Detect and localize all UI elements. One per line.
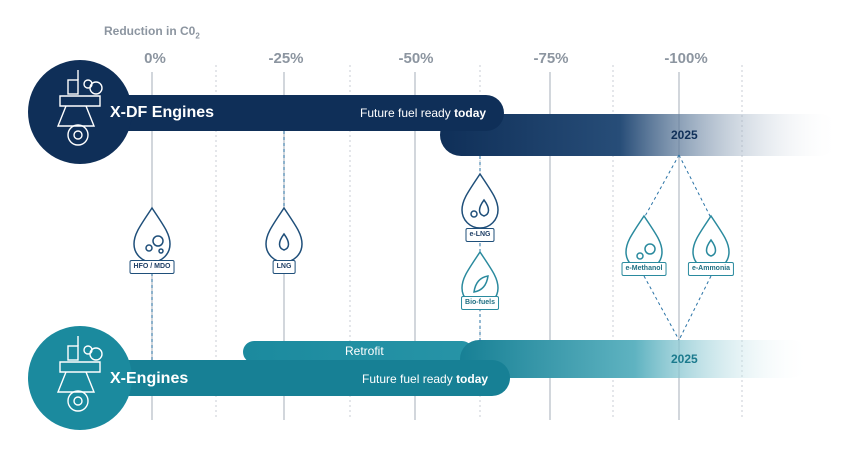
- xdf-main-bar: [80, 95, 504, 131]
- fuel-label-biofuels: Bio-fuels: [461, 296, 499, 310]
- fuel-label-lng: LNG: [272, 260, 296, 274]
- x-main-bar: [80, 360, 510, 396]
- fuel-label-hfo: HFO / MDO: [129, 260, 175, 274]
- tick-0: 0%: [144, 50, 166, 67]
- tick-100: -100%: [664, 50, 708, 67]
- x-extension-bar: [460, 340, 810, 378]
- drop-lng-icon: [265, 206, 303, 263]
- xdf-year: 2025: [671, 128, 698, 142]
- fuel-label-eammonia: e-Ammonia: [687, 262, 735, 276]
- xdf-future-ready: Future fuel ready today: [360, 106, 487, 120]
- drop-hfo-icon: [133, 206, 171, 263]
- xdf-engine-circle: [28, 60, 132, 164]
- tick-50: -50%: [398, 50, 434, 67]
- x-year: 2025: [671, 352, 698, 366]
- tick-75: -75%: [533, 50, 569, 67]
- x-future-ready: Future fuel ready today: [362, 372, 489, 386]
- tick-25: -25%: [268, 50, 304, 67]
- xdf-extension-bar: [440, 114, 840, 156]
- engine-icon-x: [56, 336, 103, 412]
- fuel-label-emethanol: e-Methanol: [621, 262, 667, 276]
- xdf-title: X-DF Engines: [110, 104, 215, 121]
- x-retrofit-label: Retrofit: [345, 344, 384, 358]
- fuel-label-elng: e-LNG: [465, 228, 495, 242]
- axis-title: Reduction in C02: [104, 24, 200, 41]
- x-title: X-Engines: [110, 370, 189, 387]
- drop-elng-icon: [461, 172, 499, 229]
- connector-lines: [151, 131, 712, 360]
- engine-icon: [56, 70, 103, 146]
- x-retrofit-bar: [243, 341, 473, 363]
- x-engine-circle: [28, 326, 132, 430]
